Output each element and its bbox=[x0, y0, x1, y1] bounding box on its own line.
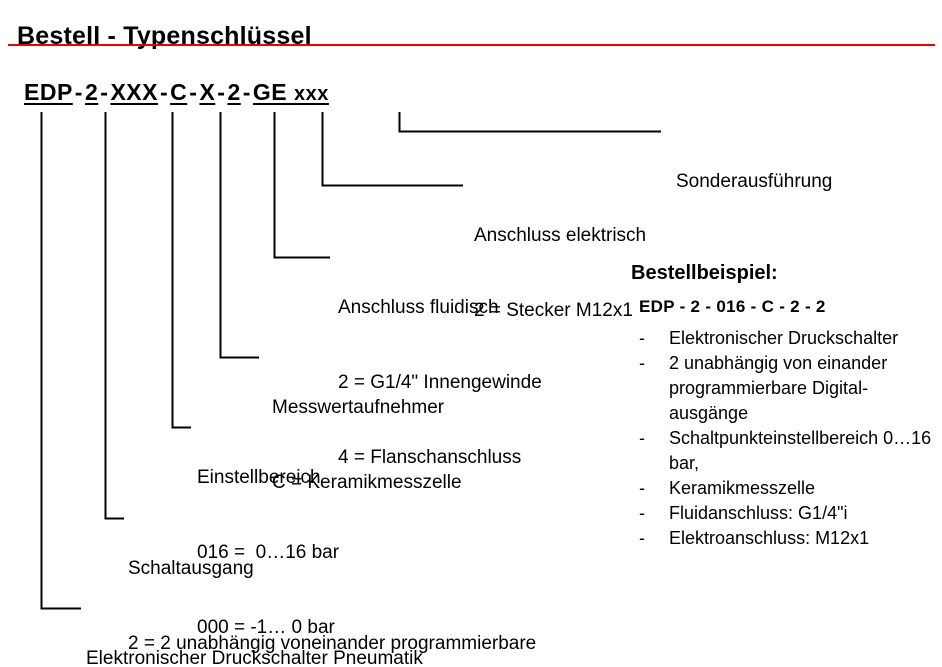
bullet-dash: - bbox=[639, 503, 645, 523]
callout-anschluss-elektrisch-heading: Anschluss elektrisch bbox=[474, 225, 647, 246]
bullet-dash: - bbox=[639, 328, 645, 348]
callout-anschluss-fluidisch-heading: Anschluss fluidisch bbox=[338, 297, 499, 318]
type-key-string: EDP-2-XXX-C-X-2-GE xxx bbox=[24, 79, 329, 106]
leader-sonderausfuehrung bbox=[398, 112, 661, 133]
order-example-code: EDP - 2 - 016 - C - 2 - 2 bbox=[639, 297, 826, 316]
leader-grundtyp bbox=[40, 112, 81, 610]
list-item: - Elektronischer Druckschalter bbox=[631, 326, 937, 351]
callout-anschluss-fluidisch-line-1: 2 = G1/4" Innengewinde bbox=[338, 372, 542, 393]
type-key-token-sensor: C bbox=[170, 79, 188, 105]
callout-grundtyp-heading: Elektronischer Druckschalter Pneumatik bbox=[86, 648, 423, 667]
callout-schaltausgang-heading: Schaltausgang bbox=[128, 558, 254, 579]
type-key-separator: - bbox=[242, 79, 251, 105]
page-title: Bestell - Typenschlüssel bbox=[17, 21, 312, 50]
title-divider bbox=[8, 44, 935, 46]
type-key-token-special-xxx: xxx bbox=[294, 83, 329, 105]
leader-messwertaufnehmer bbox=[219, 112, 259, 359]
type-key-token-switchoutput: 2 bbox=[84, 79, 99, 105]
list-item: - Elektroanschluss: M12x1 bbox=[631, 526, 937, 551]
list-item-line-2: programmierbare Digital- bbox=[669, 378, 869, 398]
callout-einstellbereich-heading: Einstellbereich bbox=[197, 467, 321, 488]
callout-einstellbereich-line-2: 000 = -1… 0 bar bbox=[197, 617, 335, 638]
list-item-line-2: 0…16 bar, bbox=[669, 428, 932, 473]
bullet-dash: - bbox=[639, 428, 645, 448]
leader-schaltausgang bbox=[104, 112, 124, 520]
callout-anschluss-fluidisch-line-2: 4 = Flanschanschluss bbox=[338, 447, 522, 468]
type-key-token-electrical: 2 bbox=[227, 79, 241, 105]
callout-grundtyp: Elektronischer Druckschalter Pneumatik bbox=[86, 596, 423, 667]
list-item-line-1: Elektronischer Druckschalter bbox=[669, 328, 899, 348]
list-item: - Schaltpunkteinstellbereich 0…16 bar, bbox=[631, 426, 937, 476]
list-item-line-3: ausgänge bbox=[669, 403, 749, 423]
type-key-separator: - bbox=[159, 79, 169, 105]
type-key-token-fluidic: X bbox=[199, 79, 216, 105]
bullet-dash: - bbox=[639, 353, 645, 373]
leader-einstellbereich bbox=[171, 112, 191, 429]
callout-anschluss-elektrisch-line-1: 2 = Stecker M12x1 bbox=[474, 300, 633, 321]
leader-anschluss-elektrisch bbox=[321, 112, 463, 187]
list-item: - 2 unabhängig von einander programmierb… bbox=[631, 351, 937, 426]
list-item-line-1: Schaltpunkteinstellbereich bbox=[669, 428, 879, 448]
list-item: - Fluidanschluss: G1/4"i bbox=[631, 501, 937, 526]
type-key-separator: - bbox=[189, 79, 198, 105]
type-key-token-range: XXX bbox=[110, 79, 158, 105]
callout-einstellbereich: Einstellbereich 016 = 0…16 bar 000 = -1…… bbox=[197, 415, 339, 667]
order-example: Bestellbeispiel: EDP - 2 - 016 - C - 2 -… bbox=[631, 262, 937, 551]
list-item-line-1: Keramikmesszelle bbox=[669, 478, 816, 498]
callout-messwertaufnehmer-line-1: C = Keramikmesszelle bbox=[272, 472, 462, 493]
callout-anschluss-fluidisch: Anschluss fluidisch 2 = G1/4" Innengewin… bbox=[338, 245, 542, 520]
callout-anschluss-elektrisch: Anschluss elektrisch 2 = Stecker M12x1 bbox=[474, 173, 646, 373]
callout-schaltausgang-line-1: 2 = 2 unabhängig voneinander programmier… bbox=[128, 633, 537, 654]
type-key-token-special: GE xxx bbox=[253, 79, 329, 105]
type-key-token-special-ge: GE bbox=[252, 79, 288, 105]
type-key-separator: - bbox=[100, 79, 109, 105]
type-key-separator: - bbox=[217, 79, 226, 105]
bullet-dash: - bbox=[639, 478, 645, 498]
callout-schaltausgang: Schaltausgang 2 = 2 unabhängig voneinand… bbox=[128, 506, 536, 667]
callout-messwertaufnehmer-heading: Messwertaufnehmer bbox=[272, 397, 445, 418]
leader-anschluss-fluidisch bbox=[273, 112, 330, 259]
callout-sonderausfuehrung-heading: Sonderausführung bbox=[676, 171, 833, 192]
callout-messwertaufnehmer: Messwertaufnehmer C = Keramikmesszelle bbox=[272, 345, 462, 545]
callout-einstellbereich-line-1: 016 = 0…16 bar bbox=[197, 542, 340, 563]
type-key-token-edp: EDP bbox=[24, 79, 73, 105]
list-item-line-1: 2 unabhängig von einander bbox=[669, 353, 888, 373]
type-key-separator: - bbox=[74, 79, 83, 105]
list-item-line-1: Elektroanschluss: M12x1 bbox=[669, 528, 870, 548]
list-item-line-1: Fluidanschluss: G1/4"i bbox=[669, 503, 848, 523]
order-example-title: Bestellbeispiel: bbox=[631, 262, 778, 284]
bullet-dash: - bbox=[639, 528, 645, 548]
callout-sonderausfuehrung: Sonderausführung bbox=[676, 119, 832, 244]
list-item: - Keramikmesszelle bbox=[631, 476, 937, 501]
order-example-list: - Elektronischer Druckschalter - 2 unabh… bbox=[631, 326, 937, 551]
